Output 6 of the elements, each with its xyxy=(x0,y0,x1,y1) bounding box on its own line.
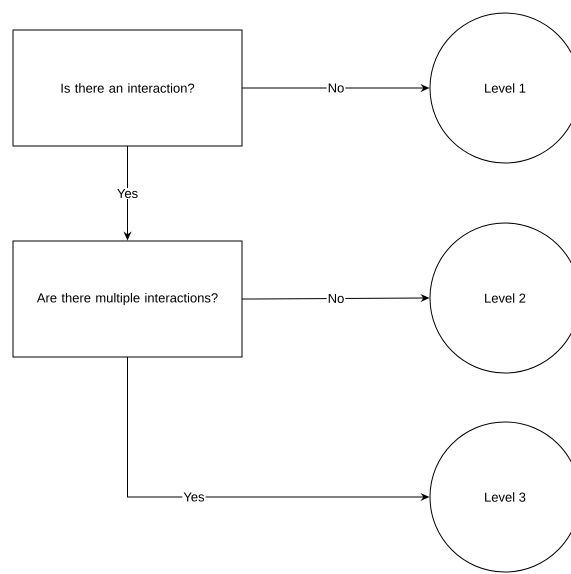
decision-box: Are there multiple interactions? xyxy=(12,240,242,358)
edge-label: No xyxy=(326,82,346,94)
edge-label: No xyxy=(326,292,346,304)
decision-box: Is there an interaction? xyxy=(12,30,242,146)
edge-label: Yes xyxy=(116,188,140,200)
edge-label: Yes xyxy=(182,491,206,503)
